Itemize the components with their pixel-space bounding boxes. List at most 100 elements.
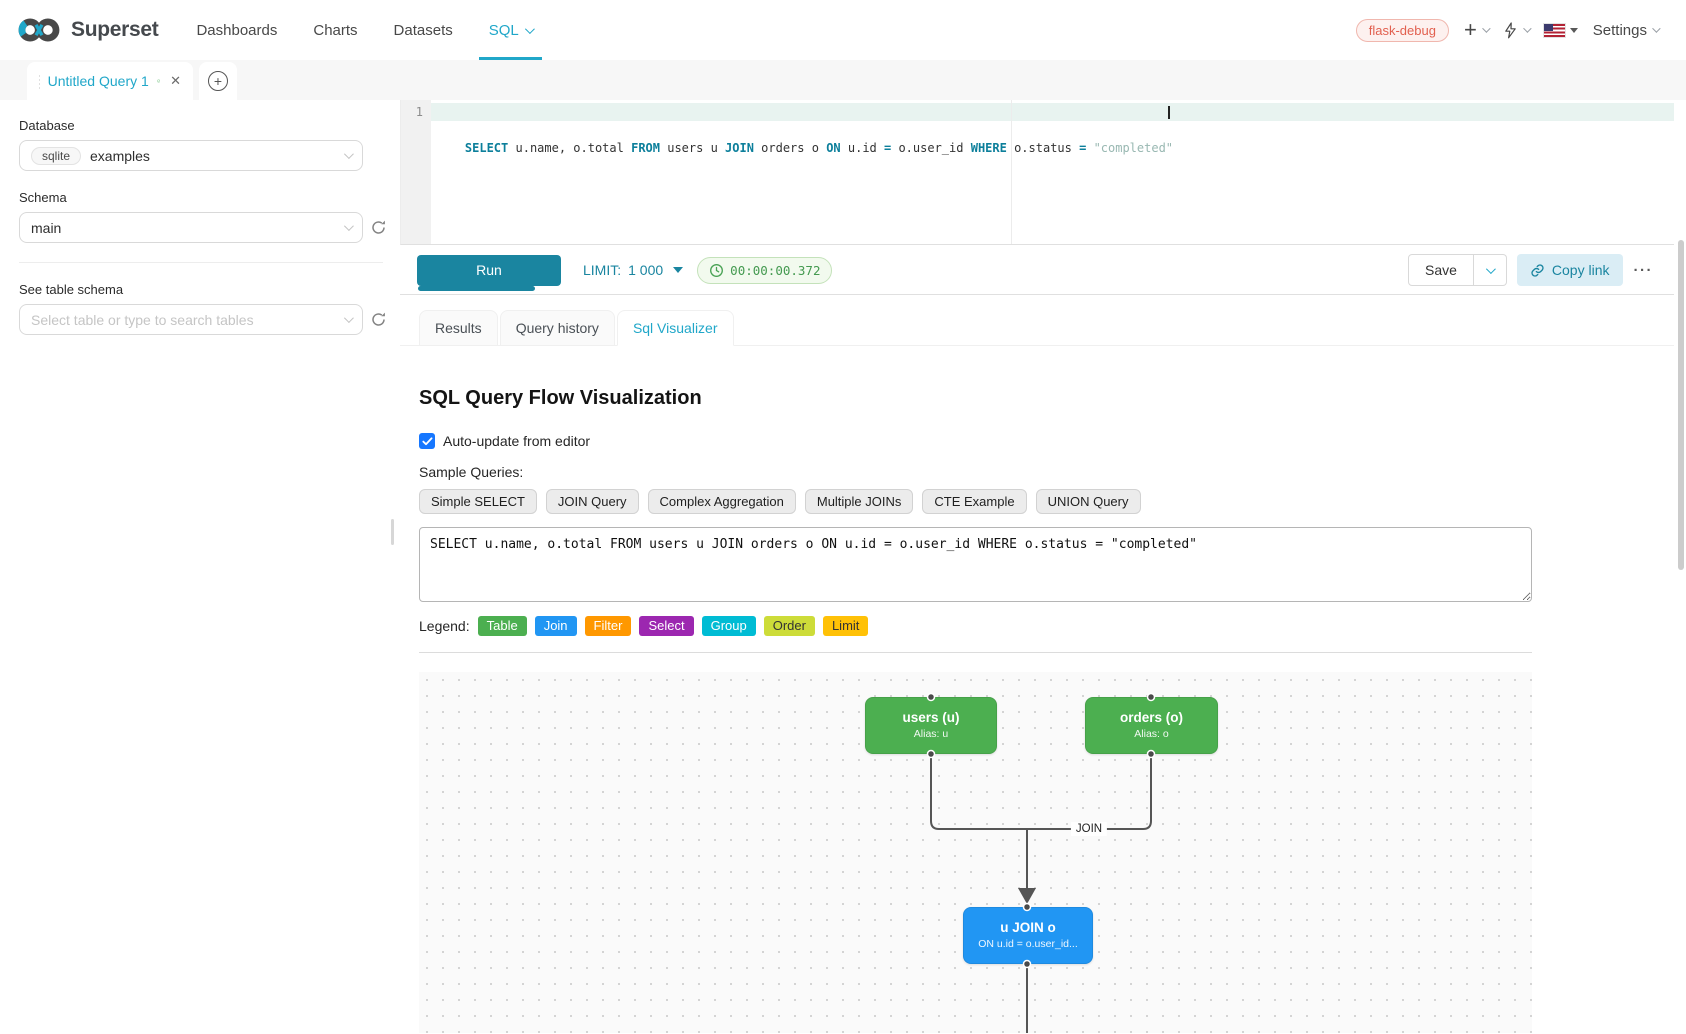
- panel-tab-label: Sql Visualizer: [632, 320, 718, 336]
- copy-link-button[interactable]: Copy link: [1516, 254, 1623, 286]
- check-icon: [421, 436, 432, 445]
- panel-tab[interactable]: Sql Visualizer: [616, 310, 734, 346]
- editor-gutter: 1: [401, 100, 431, 244]
- refresh-icon[interactable]: [370, 219, 387, 236]
- flow-node[interactable]: u JOIN o ON u.id = o.user_id...: [963, 906, 1093, 964]
- caret-down-icon: [673, 267, 684, 273]
- legend-badge: Table: [477, 616, 527, 636]
- database-select-value: examples: [90, 147, 150, 164]
- nav-item[interactable]: Charts: [295, 0, 375, 60]
- sql-token: =: [884, 141, 892, 155]
- legend-badge: Filter: [584, 616, 632, 636]
- print-margin-line: [1011, 100, 1012, 244]
- flow-node-title: users (u): [902, 710, 960, 726]
- sidebar-resize-handle[interactable]: [391, 519, 394, 545]
- sample-query-button[interactable]: UNION Query: [1035, 489, 1141, 514]
- page-title: SQL Query Flow Visualization: [419, 387, 702, 409]
- link-icon: [1531, 263, 1544, 277]
- sample-query-button[interactable]: Multiple JOINs: [804, 489, 914, 514]
- alerts-menu[interactable]: [1503, 21, 1532, 39]
- flow-node-subtitle: Alias: u: [913, 728, 949, 741]
- clock-icon: [710, 263, 724, 277]
- sample-query-buttons: Simple SELECT JOIN Query Complex Aggregati…: [419, 489, 1552, 514]
- query-tab-label: Untitled Query 1: [47, 73, 149, 89]
- chevron-down-icon: [343, 221, 354, 232]
- legend-badge: Order: [763, 616, 815, 636]
- flow-node-subtitle: ON u.id = o.user_id...: [978, 938, 1078, 951]
- drag-handle-icon[interactable]: [39, 73, 40, 89]
- sqllab-sidebar: Database sqlite examples Schema main See…: [0, 100, 400, 1034]
- sample-query-button[interactable]: CTE Example: [922, 489, 1027, 514]
- join-edge-label: JOIN: [1070, 821, 1108, 836]
- nav-item[interactable]: Dashboards: [178, 0, 295, 60]
- query-timer: 00:00:00.372: [697, 256, 833, 284]
- run-button[interactable]: Run: [417, 254, 561, 286]
- nav-item-label: SQL: [488, 21, 519, 39]
- chevron-down-icon: [1522, 24, 1532, 33]
- settings-menu[interactable]: Settings: [1593, 22, 1661, 39]
- table-select-placeholder: Select table or type to search tables: [31, 311, 254, 328]
- sql-token: orders o: [753, 141, 827, 155]
- save-dropdown-button[interactable]: [1473, 254, 1507, 286]
- nav-item[interactable]: Datasets: [376, 0, 471, 60]
- sample-query-button[interactable]: JOIN Query: [545, 489, 639, 514]
- page-scrollbar[interactable]: [1678, 240, 1684, 570]
- limit-dropdown[interactable]: LIMIT: 1 000: [583, 262, 684, 278]
- query-tab-untitled[interactable]: Untitled Query 1 ✕: [27, 62, 193, 100]
- superset-logo[interactable]: Superset: [16, 15, 159, 45]
- sql-token: FROM: [631, 141, 660, 155]
- close-icon[interactable]: ✕: [170, 73, 181, 88]
- table-select[interactable]: Select table or type to search tables: [19, 304, 363, 335]
- flow-canvas[interactable]: users (u) Alias: u orders (o) Alias: o u…: [419, 671, 1532, 1033]
- chevron-down-icon: [1481, 24, 1491, 33]
- nav-right: flask-debug + Settings: [1355, 18, 1670, 42]
- auto-update-checkbox[interactable]: [419, 433, 435, 449]
- flow-node[interactable]: orders (o) Alias: o: [1085, 696, 1218, 754]
- panel-tab[interactable]: Results: [419, 310, 498, 346]
- new-menu[interactable]: +: [1464, 19, 1491, 41]
- chevron-down-icon: [1486, 263, 1497, 274]
- query-input[interactable]: SELECT u.name, o.total FROM users u JOIN…: [419, 527, 1532, 602]
- sidebar-divider: [19, 262, 383, 263]
- language-menu[interactable]: [1542, 22, 1578, 38]
- more-menu[interactable]: ···: [1633, 261, 1653, 279]
- pane-drag-indicator[interactable]: [418, 286, 535, 291]
- flow-node[interactable]: users (u) Alias: u: [865, 696, 997, 754]
- sql-token: o.user_id: [891, 141, 971, 155]
- panel-tab[interactable]: Query history: [499, 310, 615, 346]
- database-select[interactable]: sqlite examples: [19, 140, 363, 171]
- limit-label: LIMIT:: [583, 262, 622, 278]
- lightning-icon: [1504, 21, 1516, 38]
- infinity-logo-icon: [18, 18, 60, 42]
- query-tab-strip: Untitled Query 1 ✕ +: [0, 60, 1686, 100]
- sample-query-button[interactable]: Complex Aggregation: [647, 489, 796, 514]
- flow-node-title: orders (o): [1119, 710, 1183, 726]
- add-query-tab[interactable]: +: [199, 62, 237, 100]
- schema-label: Schema: [19, 190, 67, 205]
- legend-badge: Select: [639, 616, 694, 636]
- panel-tab-label: Query history: [515, 320, 599, 336]
- sql-token: SELECT: [464, 141, 509, 155]
- sql-token: =: [1079, 141, 1087, 155]
- sql-token: ON: [826, 141, 841, 155]
- sql-editor[interactable]: 1 SELECT u.name, o.total FROM users u JO…: [400, 100, 1674, 245]
- refresh-icon[interactable]: [370, 311, 387, 328]
- sql-token: WHERE: [970, 141, 1007, 155]
- sql-code-line: SELECT u.name, o.total FROM users u JOIN…: [436, 103, 1173, 155]
- legend: Legend: Table Join Filter Select Group O…: [419, 616, 1552, 636]
- nav-item-label: Dashboards: [196, 21, 278, 39]
- legend-badge: Group: [701, 616, 756, 636]
- us-flag-icon: [1542, 22, 1566, 38]
- environment-badge: flask-debug: [1355, 18, 1449, 42]
- nav-item[interactable]: SQL: [471, 0, 550, 60]
- copy-link-label: Copy link: [1551, 262, 1610, 278]
- schema-select-value: main: [31, 219, 62, 236]
- legend-badge: Limit: [822, 616, 869, 636]
- save-button[interactable]: Save: [1407, 254, 1474, 286]
- flow-node-title: u JOIN o: [1000, 920, 1056, 936]
- chevron-down-icon: [343, 149, 354, 160]
- check-circle-icon: [156, 79, 160, 83]
- schema-select[interactable]: main: [19, 212, 363, 243]
- sample-query-button[interactable]: Simple SELECT: [419, 489, 537, 514]
